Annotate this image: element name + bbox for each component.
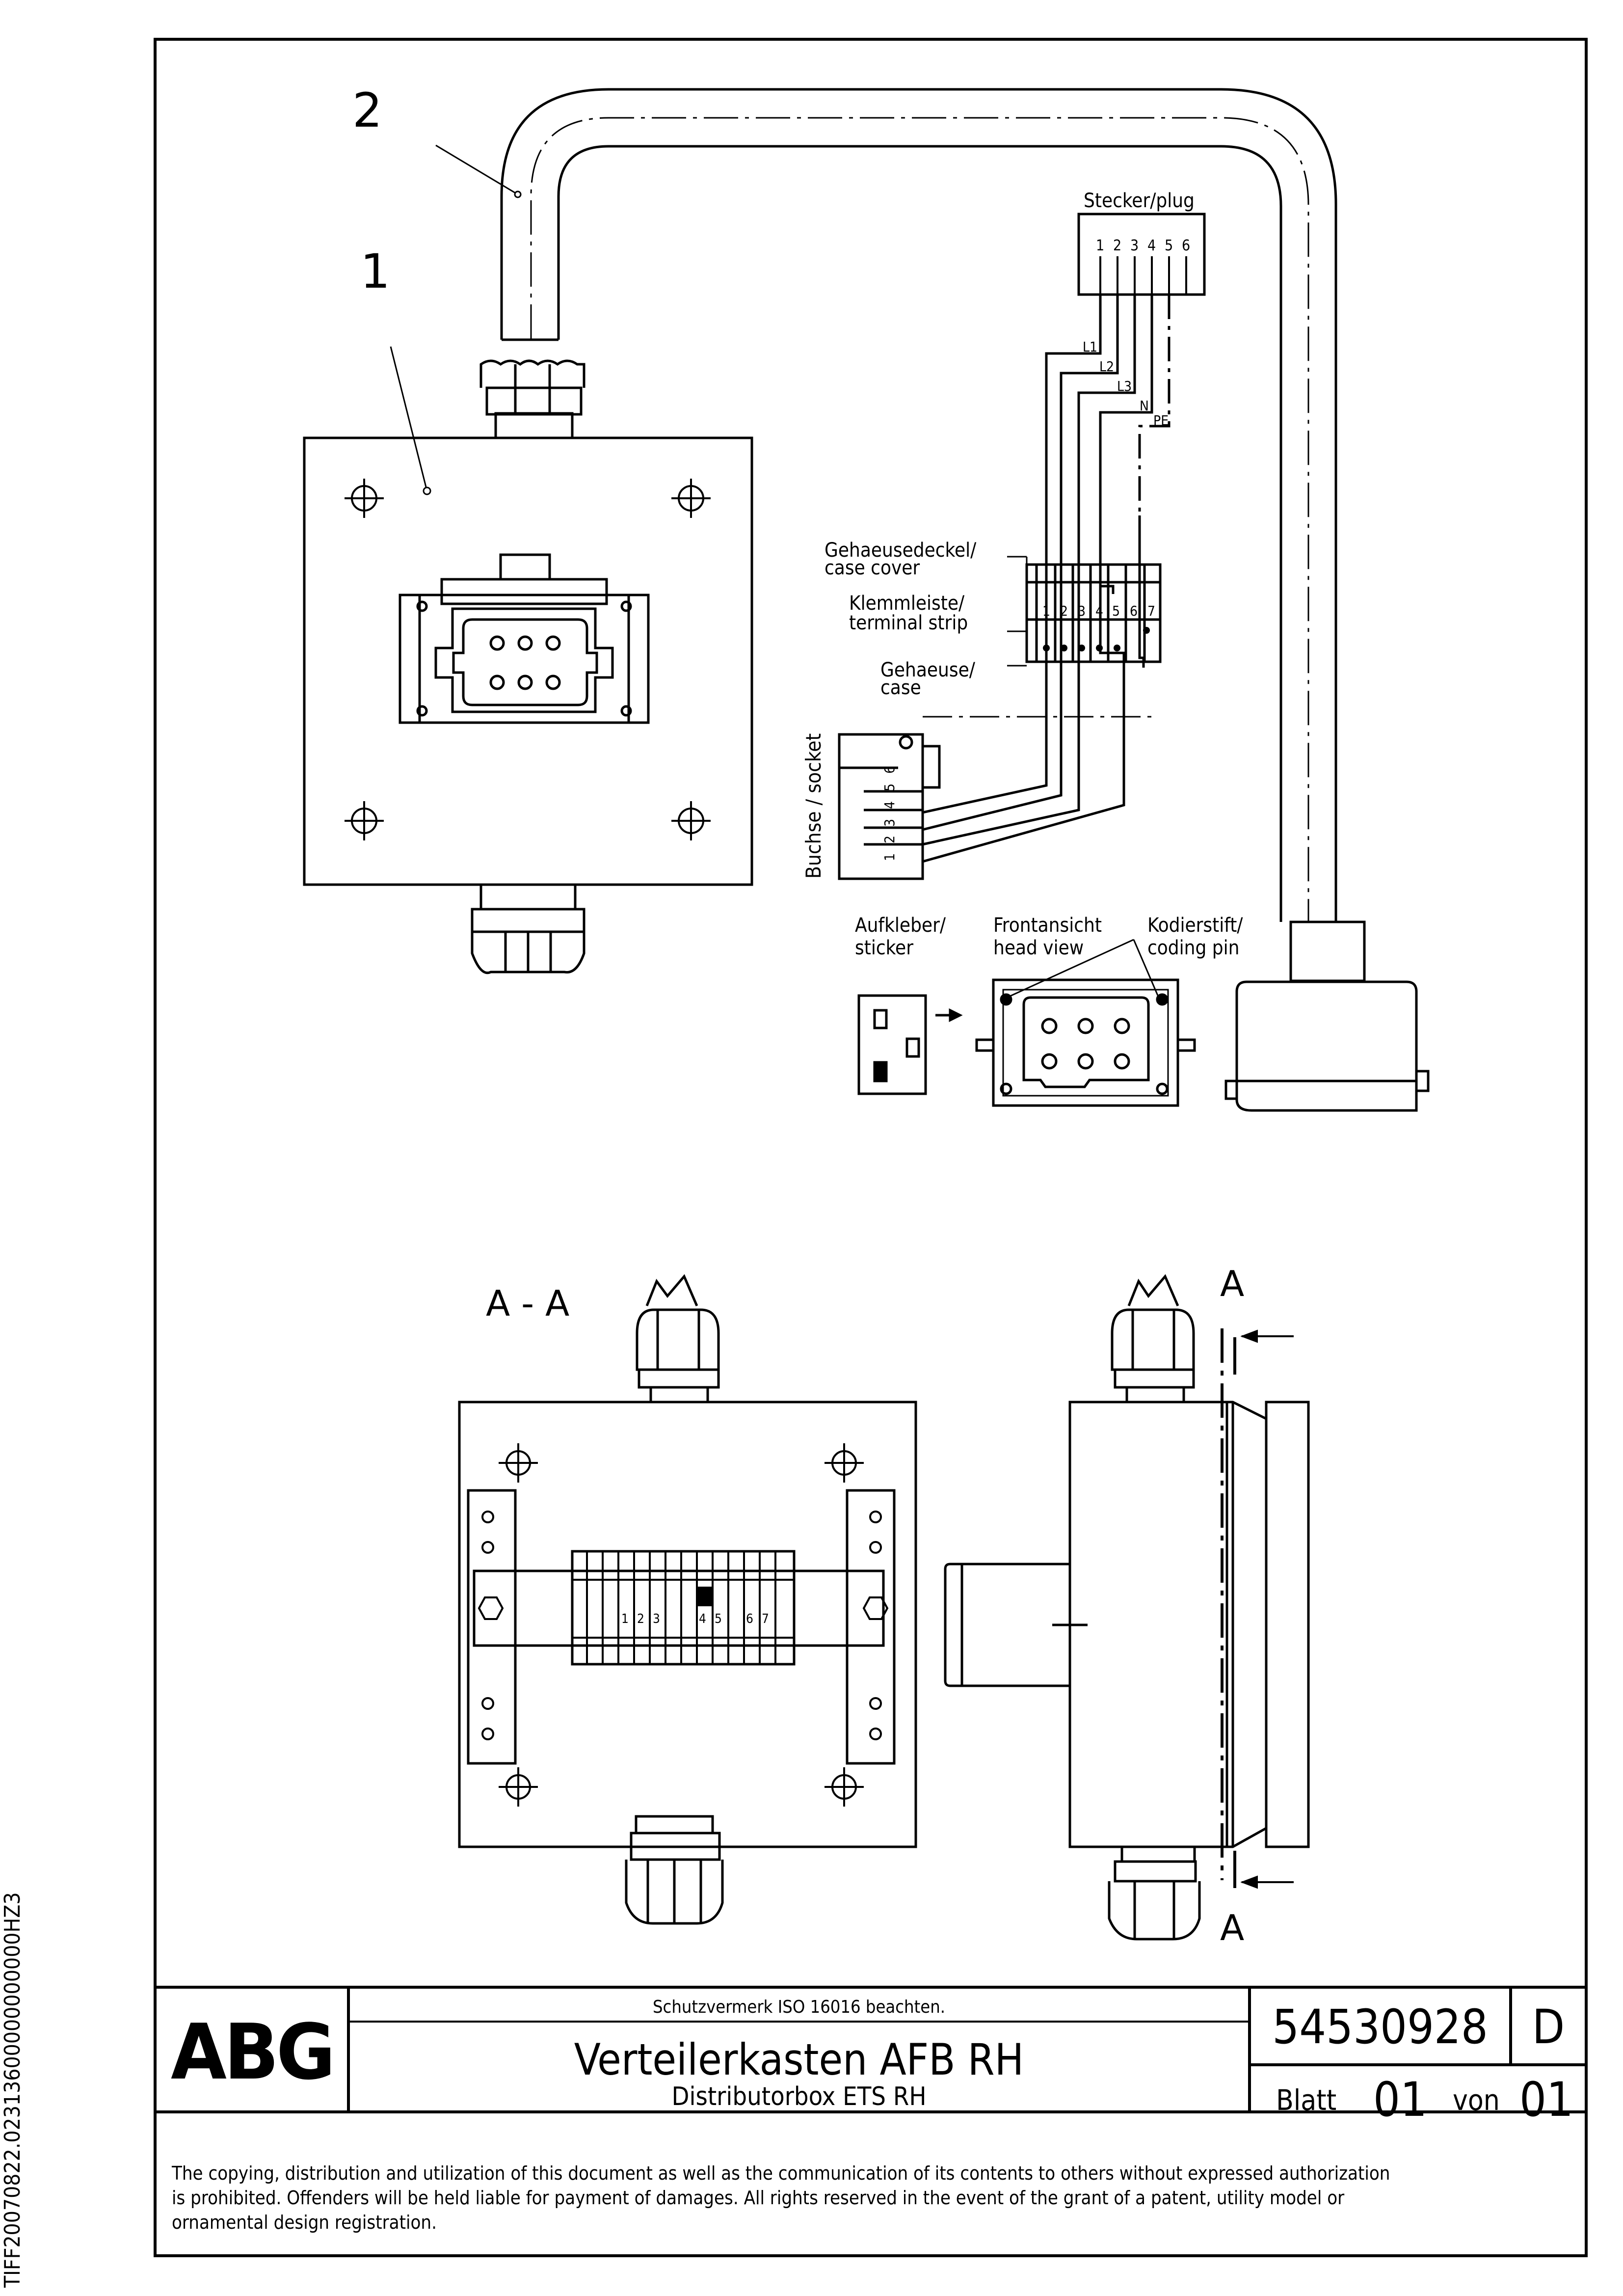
socket-pin-numbers: 1 2 3 4 5 6: [881, 766, 898, 861]
svg-text:N: N: [1140, 398, 1149, 414]
svg-text:5: 5: [715, 1612, 722, 1626]
title-block: [155, 1986, 1586, 2113]
svg-text:Aufkleber/: Aufkleber/: [855, 914, 946, 937]
sticker-labels: Aufkleber/ sticker Frontansicht head vie…: [855, 914, 1243, 959]
sheet-label: Blatt: [1276, 2083, 1336, 2117]
svg-text:1: 1: [1096, 237, 1104, 254]
svg-text:4: 4: [1095, 603, 1103, 619]
svg-text:2: 2: [1060, 603, 1068, 619]
svg-text:3: 3: [1078, 603, 1086, 619]
terminal-dots: [1043, 627, 1150, 651]
svg-text:5: 5: [1112, 603, 1120, 619]
svg-text:terminal strip: terminal strip: [849, 612, 968, 634]
mounting-holes-top: [345, 479, 711, 840]
sheet-number: 01: [1373, 2072, 1427, 2127]
section-title: A - A: [486, 1283, 569, 1324]
drawing-frame: [154, 38, 1588, 2257]
svg-text:sticker: sticker: [855, 937, 913, 959]
svg-text:case cover: case cover: [825, 557, 920, 579]
svg-text:7: 7: [1147, 603, 1155, 619]
of-label: von: [1453, 2083, 1500, 2117]
svg-text:Frontansicht: Frontansicht: [993, 914, 1102, 937]
sheet-total: 01: [1519, 2072, 1573, 2127]
revision: D: [1532, 1999, 1565, 2054]
plug-title: Stecker/plug: [1084, 189, 1195, 212]
svg-text:6: 6: [1182, 237, 1190, 254]
svg-text:case: case: [880, 676, 921, 699]
svg-text:4: 4: [1147, 237, 1156, 254]
svg-text:3: 3: [653, 1612, 660, 1626]
wire-labels: L1 L2 L3 N PE: [1083, 339, 1169, 429]
drawing-number: 54530928: [1272, 1999, 1488, 2054]
svg-text:Klemmleiste/: Klemmleiste/: [849, 592, 965, 615]
socket-schematic: [838, 733, 941, 880]
svg-text:Gehaeuse/: Gehaeuse/: [880, 659, 976, 681]
svg-text:6: 6: [1130, 603, 1138, 619]
socket-label: Buchse / socket: [801, 733, 825, 879]
svg-text:6: 6: [881, 766, 898, 774]
head-view-graphic: [975, 939, 1196, 1107]
svg-text:2: 2: [1113, 237, 1121, 254]
wiring: [922, 295, 1171, 863]
distributor-box-top: [303, 359, 753, 974]
svg-text:L2: L2: [1099, 358, 1114, 375]
svg-text:Kodierstift/: Kodierstift/: [1147, 914, 1243, 937]
svg-text:L3: L3: [1117, 378, 1132, 394]
section-view-box: [458, 1274, 917, 1925]
callout-2: 2: [352, 83, 382, 138]
company-logo: ABG: [171, 2007, 333, 2097]
svg-text:3: 3: [1130, 237, 1139, 254]
plug-pin-numbers: 1 2 3 4 5 6: [1096, 237, 1190, 254]
side-view: [944, 1274, 1310, 1941]
svg-text:4: 4: [699, 1612, 706, 1626]
svg-text:7: 7: [762, 1612, 769, 1626]
plug-pin-lines: [1099, 256, 1187, 295]
svg-text:1: 1: [621, 1612, 629, 1626]
plug-box: [1077, 213, 1206, 296]
svg-text:4: 4: [881, 801, 898, 809]
svg-text:Gehaeusedeckel/: Gehaeusedeckel/: [825, 539, 977, 562]
svg-text:ornamental design registration: ornamental design registration.: [172, 2212, 437, 2233]
section-mark-top: A: [1220, 1263, 1244, 1304]
section-terminal-block-lines: [572, 1551, 794, 1664]
copyright-text: The copying, distribution and utilizatio…: [171, 2162, 1390, 2233]
svg-text:6: 6: [746, 1612, 753, 1626]
cable: [500, 88, 1430, 1112]
schematic-labels: Gehaeusedeckel/ case cover Klemmleiste/ …: [825, 539, 977, 699]
svg-text:1: 1: [881, 853, 898, 861]
title-german: Verteilerkasten AFB RH: [574, 2034, 1024, 2085]
iso-note: Schutzvermerk ISO 16016 beachten.: [653, 1997, 945, 2017]
svg-text:The copying, distribution and: The copying, distribution and utilizatio…: [171, 2162, 1390, 2184]
section-line: [1221, 1328, 1294, 1889]
svg-text:coding pin: coding pin: [1147, 937, 1239, 959]
svg-text:PE: PE: [1153, 412, 1169, 429]
callout-leaders: [390, 144, 522, 495]
section-terminal-numbers: 1 2 3 4 5 6 7: [621, 1612, 769, 1626]
svg-text:L1: L1: [1083, 339, 1097, 355]
section-holes: [478, 1443, 889, 1807]
section-mark-bottom: A: [1220, 1907, 1244, 1948]
svg-text:3: 3: [881, 819, 898, 827]
title-english: Distributorbox ETS RH: [671, 2082, 926, 2111]
terminal-strip-box: [1025, 563, 1162, 663]
callout-1: 1: [360, 244, 390, 299]
svg-text:1: 1: [1042, 603, 1050, 619]
side-code: TIFF20070822.02313600000000000HZ3: [0, 1892, 25, 2288]
socket-pins-top: [416, 600, 632, 717]
sticker-graphic: [857, 994, 963, 1095]
terminal-numbers: 1 2 3 4 5 6 7: [1042, 603, 1155, 619]
svg-text:5: 5: [1165, 237, 1173, 254]
svg-text:head view: head view: [993, 937, 1084, 959]
svg-text:2: 2: [881, 836, 898, 843]
svg-text:2: 2: [637, 1612, 644, 1626]
section-jumper: [697, 1587, 713, 1606]
schematic-leaders: [1007, 556, 1028, 667]
svg-text:5: 5: [881, 783, 898, 791]
svg-text:is prohibited. Offenders will: is prohibited. Offenders will be held li…: [172, 2187, 1345, 2209]
